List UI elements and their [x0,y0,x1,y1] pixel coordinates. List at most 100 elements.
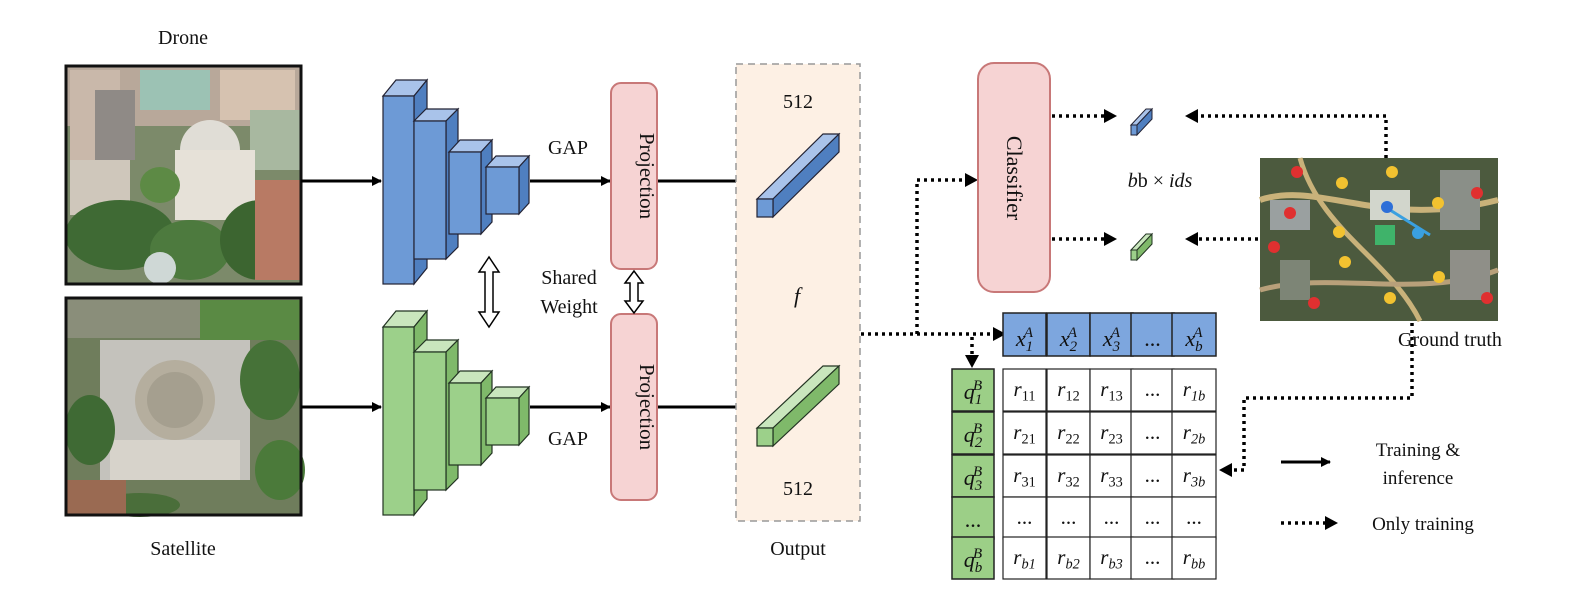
matrix-cell-label: r31 [1013,463,1035,491]
matrix-cell: rb2 [1046,536,1091,580]
column-header-1: x2A [1046,312,1091,357]
legend-solid-label-line1: Training & [1376,440,1461,461]
matrix-cell: rb1 [1002,536,1047,580]
matrix-cell: r22 [1046,411,1091,455]
classifier-box [977,62,1051,293]
ground-truth-map [1259,157,1499,323]
legend: Training & inference Only training [1281,440,1474,535]
feature-label: f [794,283,803,308]
column-header-3: ... [1130,312,1175,357]
matrix-cell: r33 [1089,454,1134,498]
drone-backbone [381,78,531,286]
output-dotted-arrows [861,178,990,356]
dim-label-bottom: 512 [783,478,813,500]
matrix-cell: ... [1130,368,1175,412]
matrix-cell-label: rb2 [1057,545,1079,573]
gap-label-bottom: GAP [548,428,588,450]
output-label: Output [770,538,826,560]
matrix-cell-ellipsis: ... [1145,463,1161,487]
row-header-label: q3B [964,464,982,494]
dim-label-top: 512 [783,91,813,113]
matrix-cell-label: r13 [1100,377,1122,405]
row-header-0: q1B [951,368,995,412]
row-header-3: ... [951,496,995,540]
matrix-cell-ellipsis: ... [1145,505,1161,529]
satellite-label: Satellite [150,538,216,560]
matrix-cell-ellipsis: ... [1061,505,1077,529]
projection-label-top: Projection [635,133,659,220]
gap-label-top: GAP [548,137,588,159]
row-header-label: q2B [964,421,983,451]
matrix-cell: ... [1130,411,1175,455]
ground-truth-dotted-arrows [1198,114,1414,472]
matrix-cell: r1b [1171,368,1217,412]
matrix-cell: ... [1130,496,1175,540]
matrix-cell-ellipsis: ... [1145,545,1161,569]
column-header-4: xbA [1171,312,1217,357]
logits-shape-label: bb × ids [1128,170,1193,192]
matrix-cell: rb3 [1089,536,1134,580]
matrix-cell: r11 [1002,368,1047,412]
column-header-0: x1A [1002,312,1047,357]
matrix-cell: ... [1089,496,1134,540]
matrix-cell: r32 [1046,454,1091,498]
matrix-cell-label: r11 [1014,377,1036,405]
column-header-ellipsis: ... [1144,326,1161,351]
backbone-shared-arrow [477,255,501,329]
column-header-label: x1A [1015,325,1034,355]
matrix-cell-label: r21 [1013,420,1035,448]
row-header-label: qbB [964,546,983,576]
matrix-cell: r31 [1002,454,1047,498]
matrix-cell-label: rb1 [1013,545,1035,573]
satellite-image [64,296,305,517]
shared-label-line1: Shared [541,267,597,289]
ground-truth-label: Ground truth [1398,329,1502,351]
matrix-cell-label: r22 [1057,420,1079,448]
legend-dotted-label: Only training [1372,514,1474,535]
column-header-label: x2A [1059,325,1078,355]
matrix-cell: r12 [1046,368,1091,412]
matrix-cell: r3b [1171,454,1217,498]
row-header-label: q1B [964,378,982,408]
matrix-cell: ... [1002,496,1047,540]
column-header-label: xbA [1184,325,1203,355]
matrix-cell-ellipsis: ... [1104,505,1120,529]
projection-box-top [610,82,658,270]
matrix-cell: r13 [1089,368,1134,412]
matrix-cell-ellipsis: ... [1145,420,1161,444]
drone-logits [1129,107,1154,137]
matrix-cell: ... [1171,496,1217,540]
classifier-dotted-arrows [1052,114,1105,241]
satellite-logits [1129,232,1154,262]
row-header-4: qbB [951,536,995,580]
matrix-cell-label: r33 [1100,463,1122,491]
matrix-cell-label: rbb [1183,545,1205,573]
row-header-2: q3B [951,454,995,498]
matrix-cell-label: r23 [1100,420,1122,448]
matrix-cell-ellipsis: ... [1186,505,1202,529]
matrix-cell-ellipsis: ... [1017,505,1033,529]
projection-shared-arrow [623,269,645,315]
similarity-matrix: x1A x2A x3A... xbA q1B q2B q3B... qbB r11 r12 r13.… [951,312,1217,580]
column-header-label: x3A [1102,325,1121,355]
matrix-cell: ... [1130,454,1175,498]
drone-image [64,64,303,286]
shared-label-line2: Weight [540,296,598,318]
matrix-cell: r23 [1089,411,1134,455]
matrix-cell: ... [1130,536,1175,580]
matrix-cell-label: r1b [1183,377,1205,405]
matrix-cell-ellipsis: ... [1145,377,1161,401]
drone-feature-vector [755,132,841,219]
classifier-label: Classifier [1002,136,1027,221]
matrix-cell-label: r3b [1183,463,1205,491]
matrix-cell-label: rb3 [1100,545,1122,573]
column-header-2: x3A [1089,312,1134,357]
row-header-1: q2B [951,411,995,455]
satellite-feature-vector [755,364,841,448]
matrix-cell: r21 [1002,411,1047,455]
matrix-cell: ... [1046,496,1091,540]
matrix-cell-label: r32 [1057,463,1079,491]
satellite-backbone [381,309,531,517]
projection-label-bottom: Projection [635,364,659,451]
